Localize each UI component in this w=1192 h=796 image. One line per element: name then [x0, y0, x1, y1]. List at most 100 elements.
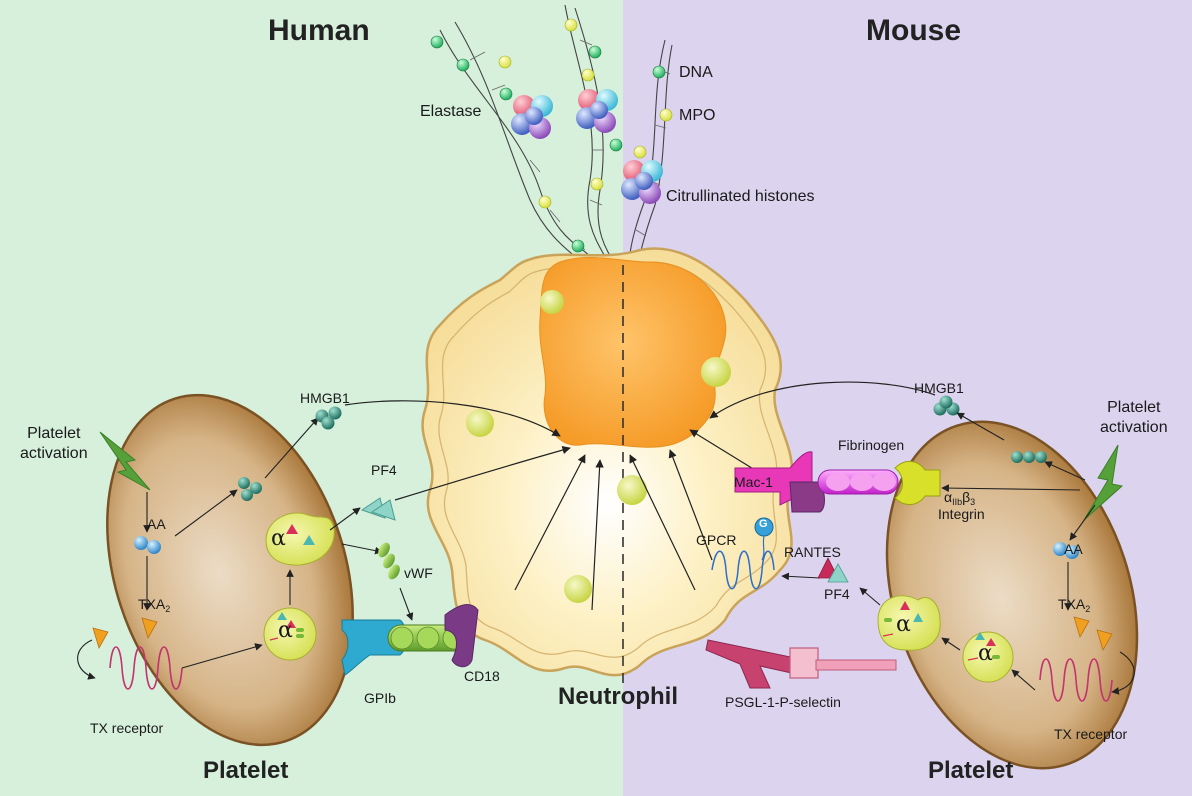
neutrophil-signal-arrows: [514, 429, 756, 611]
hmgb1-molecule: [1011, 451, 1047, 463]
alpha-granule-label: α: [271, 526, 286, 551]
vwf-molecule: [378, 542, 400, 580]
feedback-arrow: [1111, 651, 1135, 695]
tx-receptor: [109, 646, 183, 690]
tx-receptor-label-right: TX receptor: [1054, 726, 1128, 742]
integrin-receptor: [894, 461, 941, 505]
elastase-marker: [430, 35, 444, 49]
hmgb1-released: [315, 406, 342, 430]
fibrinogen-label: Fibrinogen: [838, 437, 905, 453]
gpcr-receptor: [711, 550, 775, 590]
tx-receptor: [1039, 658, 1113, 702]
granule: [540, 290, 564, 314]
granule: [617, 475, 647, 505]
g-protein-label: G: [759, 518, 768, 530]
alpha-granule: [263, 607, 317, 661]
pf4-icon: [827, 563, 849, 583]
aa-label-left: AA: [147, 516, 166, 532]
integrin-subunit-label: αIIbβ3: [944, 489, 976, 507]
alpha-granule-releasing: [265, 512, 335, 566]
txa2-icon: [1073, 616, 1090, 639]
histone-cluster: [621, 160, 663, 204]
mac1-label: Mac-1: [734, 474, 773, 490]
pf4-label-right: PF4: [824, 586, 850, 602]
pf4-label-left: PF4: [371, 462, 397, 478]
mpo-marker: [564, 18, 578, 32]
aa-label-right: AA: [1064, 541, 1083, 557]
granule-contents: [882, 601, 1000, 661]
txa2-icon: [141, 617, 158, 640]
human-pathway-arrows: [143, 417, 414, 669]
alpha-granule: [962, 631, 1014, 683]
alpha-granule-label: α: [978, 641, 993, 666]
mpo-marker: [590, 177, 604, 191]
mouse-pathway-arrows: [781, 412, 1096, 691]
alpha-granule-label: α: [896, 612, 911, 637]
integrin-label: Integrin: [938, 506, 985, 522]
txa2-label-left: TXA2: [138, 596, 171, 614]
rantes-label: RANTES: [784, 544, 841, 560]
elastase-marker: [456, 58, 470, 72]
gpcr-link: [761, 535, 765, 561]
aa-molecule: [1053, 542, 1079, 559]
hmgb1-to-nucleus-arrow: [344, 400, 561, 437]
feedback-arrow: [77, 639, 96, 680]
dna-label: DNA: [679, 64, 713, 81]
pselectin-receptor: [789, 647, 819, 679]
human-panel-title: Human: [268, 14, 370, 47]
elastase-marker: [499, 87, 513, 101]
psgl-label: PSGL-1-P-selectin: [725, 694, 841, 710]
fibrinogen-molecule: [817, 469, 899, 495]
txa2-bound-icon: [1096, 629, 1113, 652]
tx-receptor-label-left: TX receptor: [90, 720, 164, 736]
vwf-label: vWF: [404, 565, 433, 581]
elastase-marker: [609, 138, 623, 152]
txa2-label-right: TXA2: [1058, 596, 1091, 614]
hmgb1-molecule: [238, 477, 262, 501]
mpo-marker: [633, 145, 647, 159]
elastase-marker: [571, 239, 585, 253]
aa-molecule: [134, 536, 161, 554]
mpo-marker: [581, 68, 595, 82]
neutrophil-granules: [466, 290, 731, 603]
alpha-granule-label: α: [278, 618, 293, 643]
platelet-label-right: Platelet: [928, 757, 1014, 784]
txa2-bound-icon: [92, 627, 109, 650]
histone-cluster: [576, 89, 618, 133]
net-proteins: [430, 18, 673, 253]
mpo-marker: [538, 195, 552, 209]
mpo-marker: [659, 108, 673, 122]
elastase-label: Elastase: [420, 103, 482, 120]
mpo-marker: [498, 55, 512, 69]
granule: [564, 575, 592, 603]
hmgb1-released: [933, 395, 960, 416]
neutrophil-inner-membrane: [438, 261, 778, 658]
elastase-marker: [588, 45, 602, 59]
granule: [466, 409, 494, 437]
neutrophil-nucleus: [539, 257, 727, 448]
gpib-label: GPIb: [364, 690, 396, 706]
platelet-activation-label-left: Platelet activation: [20, 425, 88, 462]
mpo-label: MPO: [679, 107, 716, 124]
citrullinated-histones-label: Citrullinated histones: [666, 188, 815, 205]
hmgb1-label-right: HMGB1: [914, 380, 964, 396]
granule: [701, 357, 731, 387]
granule-contents: [269, 524, 315, 641]
cd18-receptor: [444, 604, 479, 668]
platelet-label-left: Platelet: [203, 757, 289, 784]
histone-cluster: [511, 95, 553, 139]
pf4-to-nucleus-arrow: [394, 445, 571, 501]
lightning-icon: [99, 431, 151, 491]
alpha-granule-releasing: [877, 595, 941, 651]
hmgb1-to-nucleus-arrow: [709, 381, 936, 419]
mouse-panel-title: Mouse: [866, 14, 962, 47]
hmgb1-label-left: HMGB1: [300, 390, 350, 406]
platelet-activation-label-right: Platelet activation: [1100, 399, 1168, 436]
elastase-marker: [652, 65, 666, 79]
pf4-human: [360, 497, 396, 521]
pselectin-stalk: [815, 659, 897, 671]
neutrophil-label: Neutrophil: [558, 683, 678, 710]
cd18-label: CD18: [464, 668, 500, 684]
